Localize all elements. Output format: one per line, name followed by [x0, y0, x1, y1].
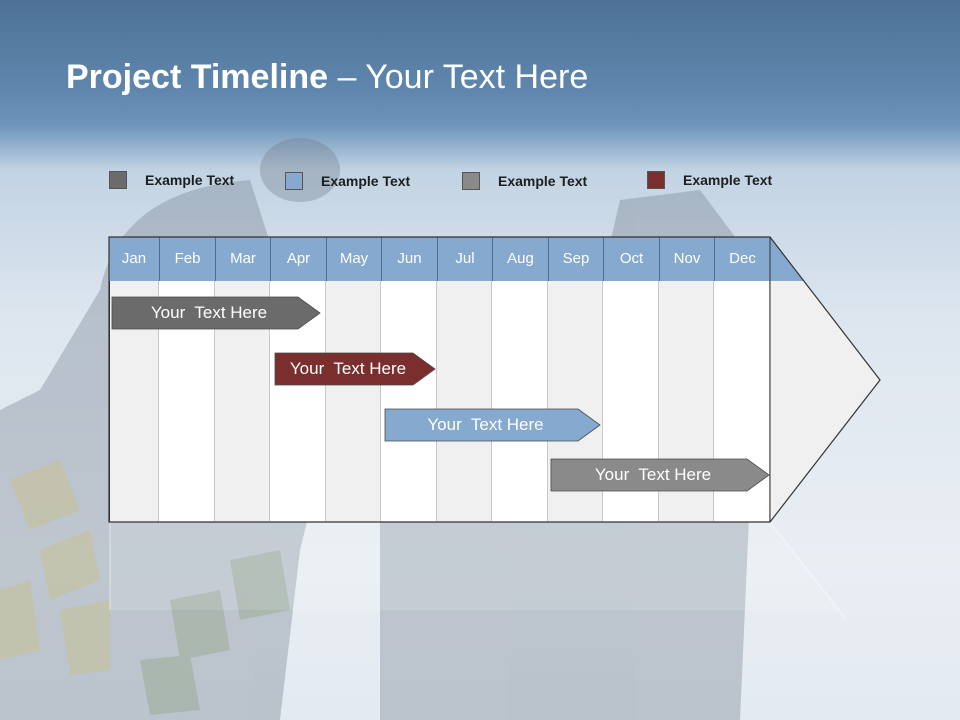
legend-label-2: Example Text: [321, 173, 411, 189]
task-label-4: Your Text Here: [594, 465, 712, 484]
legend-label-4: Example Text: [683, 172, 773, 188]
month-header-may: May: [326, 237, 381, 281]
task-label-1: Your Text Here: [150, 303, 268, 322]
month-header-mar: Mar: [215, 237, 270, 281]
task-bar-2[interactable]: Your Text Here: [274, 352, 436, 386]
month-header-jan: Jan: [121, 250, 147, 267]
month-header-apr: Apr: [270, 237, 326, 281]
page-title: Project Timeline – Your Text Here: [66, 58, 588, 97]
legend-label-1: Example Text: [145, 172, 235, 188]
legend-swatch-2: [285, 172, 303, 190]
task-arrow-shape: [384, 408, 601, 442]
legend-item-2: Example Text: [285, 170, 410, 192]
task-label-2: Your Text Here: [289, 359, 407, 378]
month-column-may: [326, 281, 381, 522]
task-label-3: Your Text Here: [427, 415, 544, 434]
month-header-feb: Feb: [159, 237, 215, 281]
month-header-nov: Nov: [659, 237, 714, 281]
task-bar-4[interactable]: Your Text Here: [550, 458, 770, 492]
month-header-sep: Sep: [548, 237, 603, 281]
task-arrow-shape: [550, 458, 770, 492]
legend-swatch-3: [462, 172, 480, 190]
month-header-oct: Oct: [603, 237, 659, 281]
month-column-aug: [492, 281, 548, 522]
month-header-jun: Jun: [381, 237, 437, 281]
task-arrow-shape: [111, 296, 321, 330]
month-header-dec: Dec: [714, 237, 770, 281]
month-header-aug: Aug: [492, 237, 548, 281]
legend-label-3: Example Text: [498, 173, 588, 189]
legend-item-1: Example Text: [109, 169, 234, 191]
legend-swatch-4: [647, 171, 665, 189]
month-header-jul: Jul: [437, 237, 492, 281]
legend-swatch-1: [109, 171, 127, 189]
task-bar-1[interactable]: Your Text Here: [111, 296, 321, 330]
legend-item-3: Example Text: [462, 170, 587, 192]
legend-item-4: Example Text: [647, 169, 772, 191]
title-rest: – Your Text Here: [328, 58, 589, 96]
title-bold: Project Timeline: [66, 58, 329, 96]
month-column-jun: [381, 281, 437, 522]
task-bar-3[interactable]: Your Text Here: [384, 408, 601, 442]
task-arrow-shape: [274, 352, 436, 386]
month-column-jul: [437, 281, 492, 522]
